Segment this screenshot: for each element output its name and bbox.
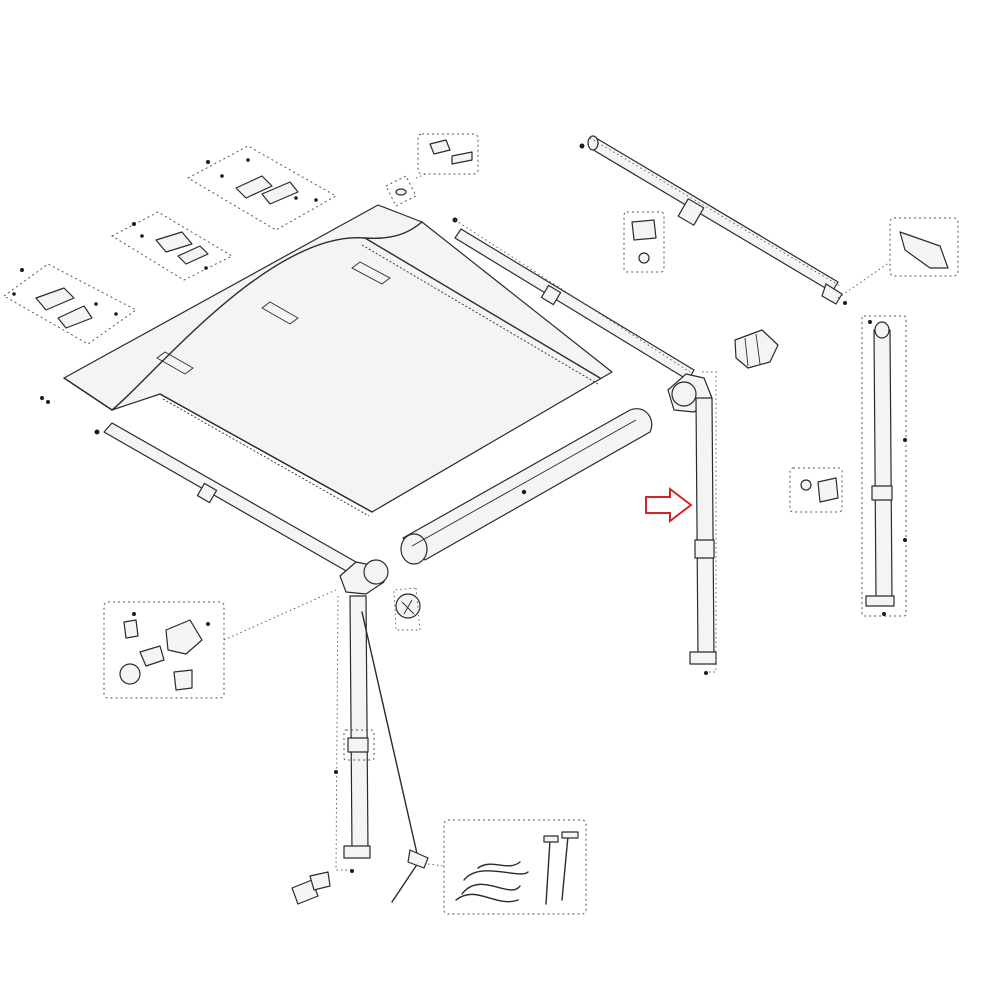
wall-bracket-kit-3 (3, 263, 137, 345)
front-rail (579, 135, 847, 305)
guy-rope-and-pegs-kit (427, 819, 587, 915)
right-rafter-arm (452, 217, 695, 381)
foot-plate-part (291, 871, 331, 905)
awning-fabric-canopy (63, 204, 613, 517)
rafter-slider-kit (623, 211, 665, 273)
right-support-leg (689, 371, 717, 675)
wall-bracket-kit-1 (186, 145, 338, 231)
wall-bracket-kit-2 (110, 211, 234, 281)
left-joint-hardware-kit (103, 589, 337, 699)
canopy-fastener-parts (40, 133, 479, 404)
end-cap-kit (837, 217, 959, 299)
roller-tube (400, 408, 653, 565)
leg-cap-kit (789, 467, 843, 513)
left-support-leg (334, 595, 375, 873)
rear-support-leg (861, 315, 907, 617)
outline-arrow-right-icon (645, 486, 693, 524)
guy-rope-line (361, 587, 429, 903)
